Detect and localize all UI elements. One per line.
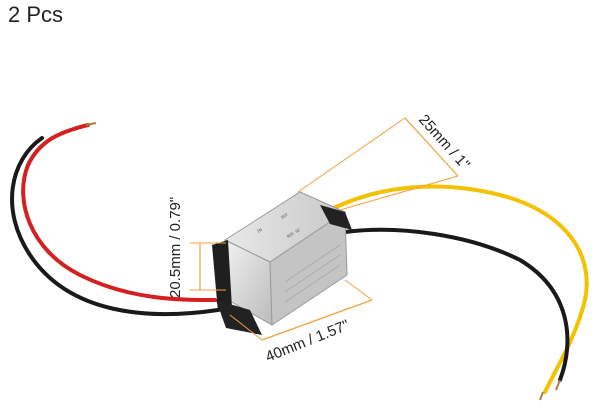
module-label-out: OUT: [280, 212, 289, 220]
wire-tip-black: [555, 379, 561, 391]
converter-module: IN OUT RU5 SE: [212, 191, 352, 335]
dimension-width: 25mm / 1": [297, 111, 473, 211]
quantity-label: 2 Pcs: [8, 2, 64, 27]
wire-tip-yellow: [539, 391, 544, 401]
height-dimension-label: 20.5mm / 0.79": [167, 197, 184, 298]
module-label-in: IN: [256, 227, 263, 234]
width-dimension-label: 25mm / 1": [415, 111, 473, 173]
wire-tip-red: [85, 122, 97, 126]
red-wire: [21, 123, 217, 302]
dimension-height: 20.5mm / 0.79": [167, 197, 226, 298]
yellow-wire: [328, 184, 589, 394]
black-wire-right: [343, 227, 570, 382]
module-label-brand: RU5 SE: [286, 227, 302, 239]
black-wire-left: [10, 136, 220, 317]
